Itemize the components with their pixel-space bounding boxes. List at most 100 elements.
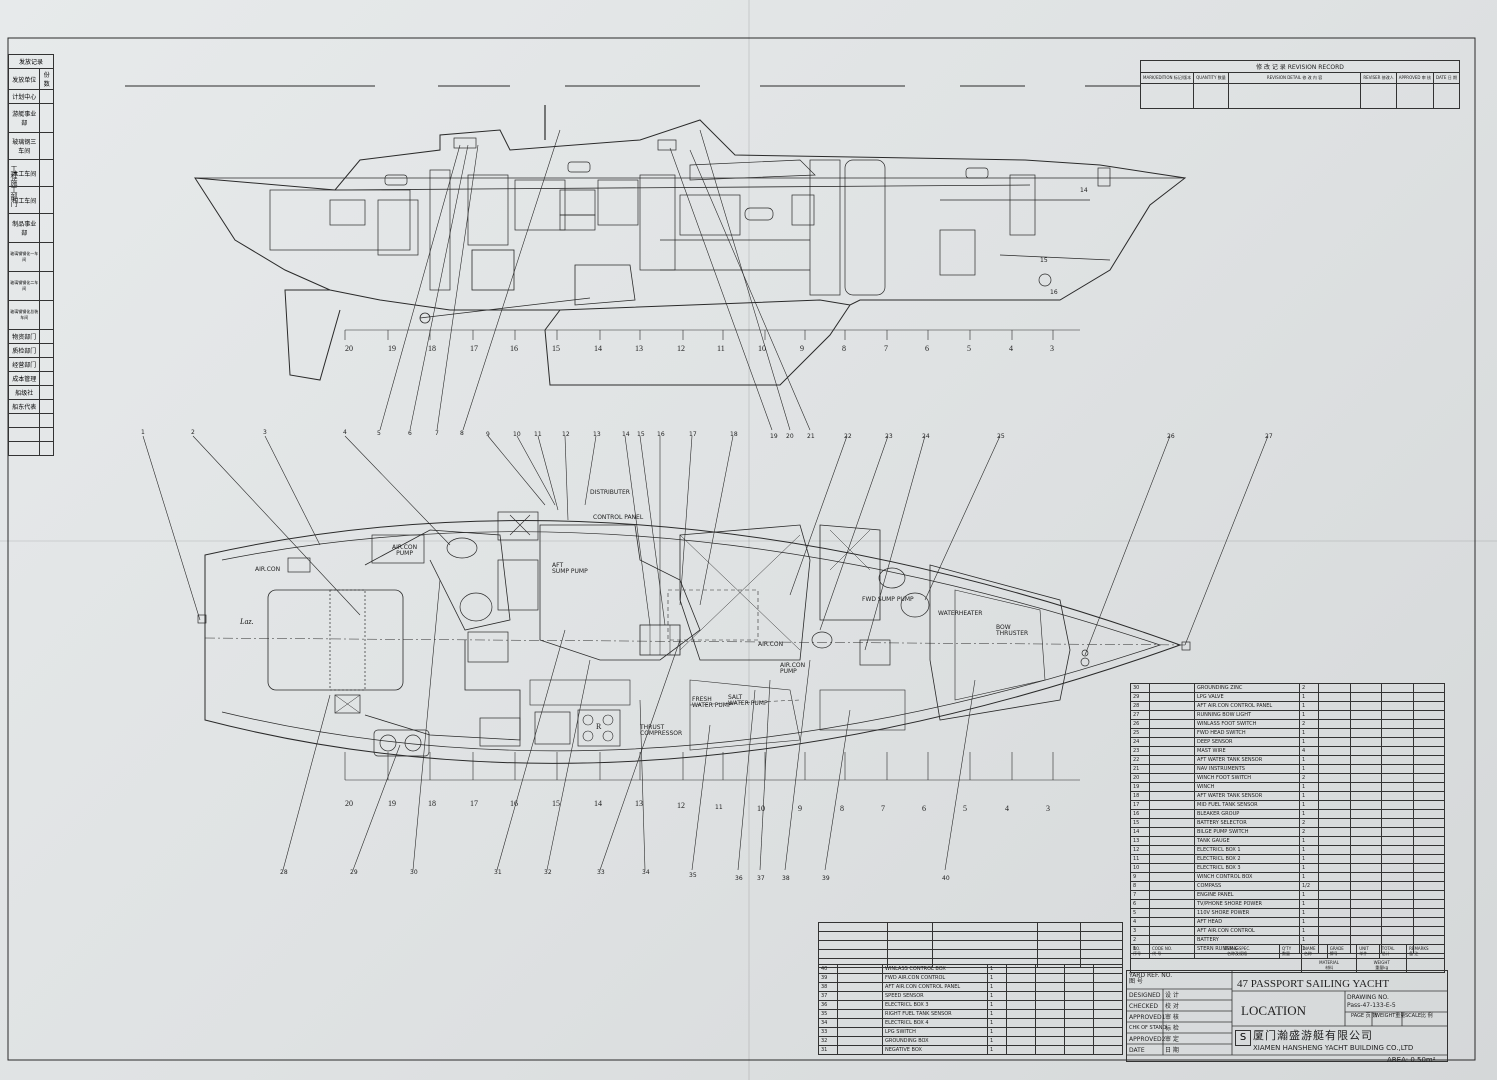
profile-dim: 16: [1050, 289, 1058, 296]
revision-table: 修 改 记 录 REVISION RECORD MARK/EDITION 标记/…: [1139, 60, 1460, 109]
parts-header-cell: REMARKS 备 注: [1406, 944, 1445, 959]
parts-header-cell: GRADE 牌号: [1326, 944, 1358, 959]
parts-no: 20: [1130, 773, 1150, 783]
parts-blank: [1349, 899, 1382, 909]
parts-blank: [1318, 881, 1351, 891]
parts-item: ELECTRICL BOX 2: [1194, 854, 1300, 864]
parts-item: NAV INSTRUMENTS: [1194, 764, 1300, 774]
parts-item: MID FUEL TANK SENSOR: [1194, 800, 1300, 810]
drawing-name: LOCATION: [1241, 1003, 1306, 1018]
station-label: 14: [594, 344, 602, 353]
parts-no: 3: [1130, 926, 1150, 936]
parts-blank: [1381, 800, 1414, 810]
label-aft-sump-pump: AFT SUMP PUMP: [552, 562, 588, 575]
parts-no: 8: [1130, 881, 1150, 891]
parts-blank: [1318, 692, 1351, 702]
parts-qty: 2: [1299, 773, 1319, 783]
parts-qty: 1: [987, 1027, 1007, 1037]
parts-qty: 1: [1299, 701, 1319, 711]
parts-blank: [1006, 973, 1036, 983]
parts-no: 19: [1130, 782, 1150, 792]
parts-code: [1149, 683, 1195, 693]
parts-blank: [1381, 683, 1414, 693]
station-label: 17: [470, 344, 478, 353]
parts-blank: [1318, 926, 1351, 936]
parts-item: BLEAKER GROUP: [1194, 809, 1300, 819]
parts-item: ELECTRICL BOX 3: [1194, 863, 1300, 873]
parts-code: [1149, 872, 1195, 882]
parts-blank: [1318, 917, 1351, 927]
parts-blank: [1381, 746, 1414, 756]
parts-code: [1149, 899, 1195, 909]
parts-qty: 1: [987, 973, 1007, 983]
parts-blank: [1349, 863, 1382, 873]
label-salt-water-pump: SALT WATER PUMP: [728, 694, 768, 707]
tb-role-cn: 审 定: [1165, 1036, 1179, 1043]
dist-header: 发放记录: [8, 54, 54, 69]
station-label: 7: [881, 804, 885, 813]
callout-number: 6: [408, 430, 412, 437]
parts-blank: [1412, 836, 1445, 846]
label-thrust-compressor: THRUST COMPRESSOR: [640, 724, 683, 737]
callout-number: 27: [1265, 433, 1273, 440]
parts-blank: [1318, 863, 1351, 873]
parts-blank: [1318, 728, 1351, 738]
station-label: 12: [677, 801, 685, 810]
parts-blank: [1381, 719, 1414, 729]
parts-blank: [1412, 845, 1445, 855]
drawing-no: Pass-47-133-E-5: [1347, 1002, 1396, 1009]
area-label: AREA: 0.50m²: [1387, 1056, 1436, 1064]
label-air-con-pump: AIR.CON PUMP: [392, 544, 418, 557]
parts-item: AFT HEAD: [1194, 917, 1300, 927]
parts-blank: [1412, 746, 1445, 756]
parts-blank: [1412, 791, 1445, 801]
parts-blank: [1349, 818, 1382, 828]
tb-role-cn: 日 期: [1165, 1047, 1179, 1054]
dist-row: 物资部门: [7, 329, 41, 344]
parts-code: [1149, 692, 1195, 702]
parts-blank: [1318, 782, 1351, 792]
parts-blank: [1093, 1045, 1123, 1055]
parts-no: 23: [1130, 746, 1150, 756]
parts-blank: [1093, 1018, 1123, 1028]
callout-number: 39: [822, 875, 830, 882]
company-name-cn: 厦门瀚盛游艇有限公司: [1253, 1030, 1373, 1042]
parts-no: 30: [1130, 683, 1150, 693]
parts-code: [1149, 845, 1195, 855]
parts-blank: [1318, 809, 1351, 819]
parts-blank: [1412, 872, 1445, 882]
parts-blank: [1381, 836, 1414, 846]
parts-blank: [1381, 872, 1414, 882]
parts-item: RIGHT FUEL TANK SENSOR: [882, 1009, 988, 1019]
parts-blank: [1349, 719, 1382, 729]
parts-item: AFT AIR.CON CONTROL PANEL: [1194, 701, 1300, 711]
parts-item: ELECTRICL BOX 3: [882, 1000, 988, 1010]
station-label: 12: [677, 344, 685, 353]
station-label: 15: [552, 344, 560, 353]
parts-qty: 1: [1299, 800, 1319, 810]
parts-code: [1149, 728, 1195, 738]
parts-qty: 1: [1299, 809, 1319, 819]
label-waterheater: WATERHEATER: [938, 610, 983, 617]
parts-blank: [1349, 746, 1382, 756]
parts-code: [1149, 719, 1195, 729]
parts-item: WINLASS FOOT SWITCH: [1194, 719, 1300, 729]
dist-subheader: 份数: [39, 68, 54, 90]
parts-code: [1149, 818, 1195, 828]
parts-blank: [1318, 683, 1351, 693]
parts-blank: [1006, 1045, 1036, 1055]
tb-role-cn: 校 对: [1165, 1003, 1179, 1010]
callout-number: 22: [844, 433, 852, 440]
parts-qty: 1: [1299, 836, 1319, 846]
company-name-en: XIAMEN HANSHENG YACHT BUILDING CO.,LTD: [1253, 1044, 1414, 1052]
